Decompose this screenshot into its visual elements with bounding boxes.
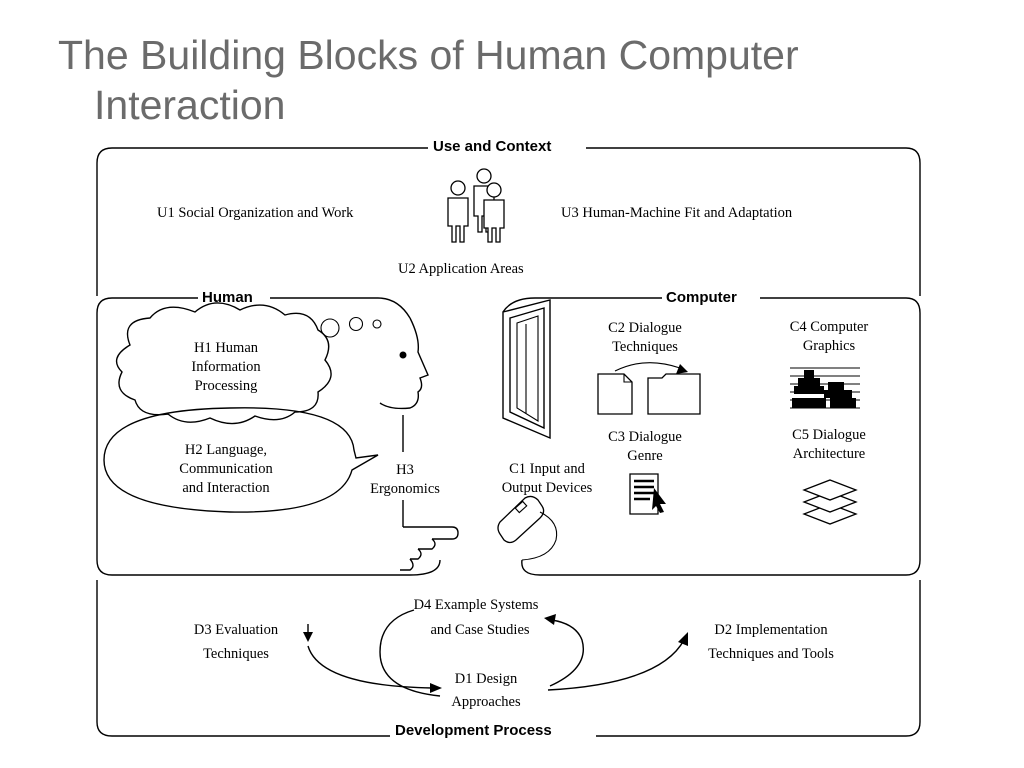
svg-text:C1 Input and: C1 Input and bbox=[509, 461, 585, 477]
computer-frame bbox=[502, 297, 921, 576]
slide-title: The Building Blocks of Human Computer In… bbox=[58, 30, 998, 130]
block-c4-computer-graphics: C4 Computer Graphics bbox=[790, 319, 869, 354]
pointing-hand-icon bbox=[400, 526, 459, 571]
graphics-pattern-icon bbox=[790, 367, 860, 409]
block-c1-input-output-devices: C1 Input and Output Devices bbox=[502, 461, 593, 496]
document-and-folder-icon bbox=[597, 362, 701, 415]
block-u1-social-organization: U1 Social Organization and Work bbox=[157, 205, 354, 221]
thought-cloud-icon bbox=[115, 302, 382, 425]
svg-text:Approaches: Approaches bbox=[451, 694, 521, 710]
svg-text:C5 Dialogue: C5 Dialogue bbox=[792, 427, 866, 443]
human-head-profile-icon bbox=[379, 317, 429, 527]
section-label-human: Human bbox=[202, 289, 253, 306]
svg-text:Communication: Communication bbox=[179, 461, 273, 477]
section-label-development-process: Development Process bbox=[395, 722, 552, 739]
section-label-use-and-context: Use and Context bbox=[433, 138, 551, 155]
svg-text:Architecture: Architecture bbox=[793, 446, 865, 462]
svg-text:and Case Studies: and Case Studies bbox=[430, 622, 529, 638]
svg-text:Output Devices: Output Devices bbox=[502, 480, 593, 496]
svg-text:Graphics: Graphics bbox=[803, 338, 856, 354]
svg-text:Ergonomics: Ergonomics bbox=[370, 481, 440, 497]
svg-text:C4 Computer: C4 Computer bbox=[790, 319, 869, 335]
svg-text:C3 Dialogue: C3 Dialogue bbox=[608, 429, 682, 445]
development-frame bbox=[96, 580, 921, 737]
slide-title-line-1: The Building Blocks of Human Computer bbox=[58, 32, 799, 78]
svg-text:and Interaction: and Interaction bbox=[182, 480, 270, 496]
slide-title-line-2: Interaction bbox=[94, 82, 286, 128]
block-h3-ergonomics: H3 Ergonomics bbox=[370, 462, 440, 497]
block-d2-implementation-techniques: D2 Implementation Techniques and Tools bbox=[708, 622, 834, 662]
block-d1-design-approaches: D1 Design Approaches bbox=[451, 671, 521, 710]
svg-text:H3: H3 bbox=[396, 462, 414, 478]
section-label-computer: Computer bbox=[666, 289, 737, 306]
block-u3-human-machine-fit: U3 Human-Machine Fit and Adaptation bbox=[561, 205, 793, 221]
human-frame bbox=[96, 297, 441, 576]
svg-text:Techniques: Techniques bbox=[612, 339, 678, 355]
svg-text:Genre: Genre bbox=[627, 448, 662, 464]
people-group-icon bbox=[447, 168, 505, 243]
mouse-icon bbox=[497, 495, 558, 561]
block-d3-evaluation-techniques: D3 Evaluation Techniques bbox=[194, 622, 279, 662]
svg-text:Information: Information bbox=[191, 359, 261, 375]
block-d4-example-systems: D4 Example Systems and Case Studies bbox=[414, 597, 539, 638]
svg-text:H1 Human: H1 Human bbox=[194, 340, 259, 356]
svg-text:D4 Example Systems: D4 Example Systems bbox=[414, 597, 539, 613]
block-c2-dialogue-techniques: C2 Dialogue Techniques bbox=[608, 320, 682, 355]
svg-text:Processing: Processing bbox=[195, 378, 258, 394]
block-u2-application-areas: U2 Application Areas bbox=[398, 261, 524, 277]
monitor-side-view-icon bbox=[502, 299, 551, 440]
svg-text:Techniques: Techniques bbox=[203, 646, 269, 662]
use-and-context-frame bbox=[96, 147, 921, 296]
svg-text:C2 Dialogue: C2 Dialogue bbox=[608, 320, 682, 336]
stacked-layers-icon bbox=[802, 479, 858, 525]
svg-text:D2 Implementation: D2 Implementation bbox=[714, 622, 828, 638]
development-cycle-arrows bbox=[303, 609, 688, 697]
svg-text:D3 Evaluation: D3 Evaluation bbox=[194, 622, 279, 638]
speech-bubble-icon bbox=[103, 407, 379, 513]
svg-text:H2 Language,: H2 Language, bbox=[185, 442, 267, 458]
block-c3-dialogue-genre: C3 Dialogue Genre bbox=[608, 429, 682, 464]
svg-text:Techniques and Tools: Techniques and Tools bbox=[708, 646, 834, 662]
block-c5-dialogue-architecture: C5 Dialogue Architecture bbox=[792, 427, 866, 462]
document-cursor-icon bbox=[629, 473, 666, 515]
block-h2-language-communication: H2 Language, Communication and Interacti… bbox=[179, 442, 273, 496]
svg-text:D1 Design: D1 Design bbox=[455, 671, 518, 687]
block-h1-human-information-processing: H1 Human Information Processing bbox=[191, 340, 261, 394]
